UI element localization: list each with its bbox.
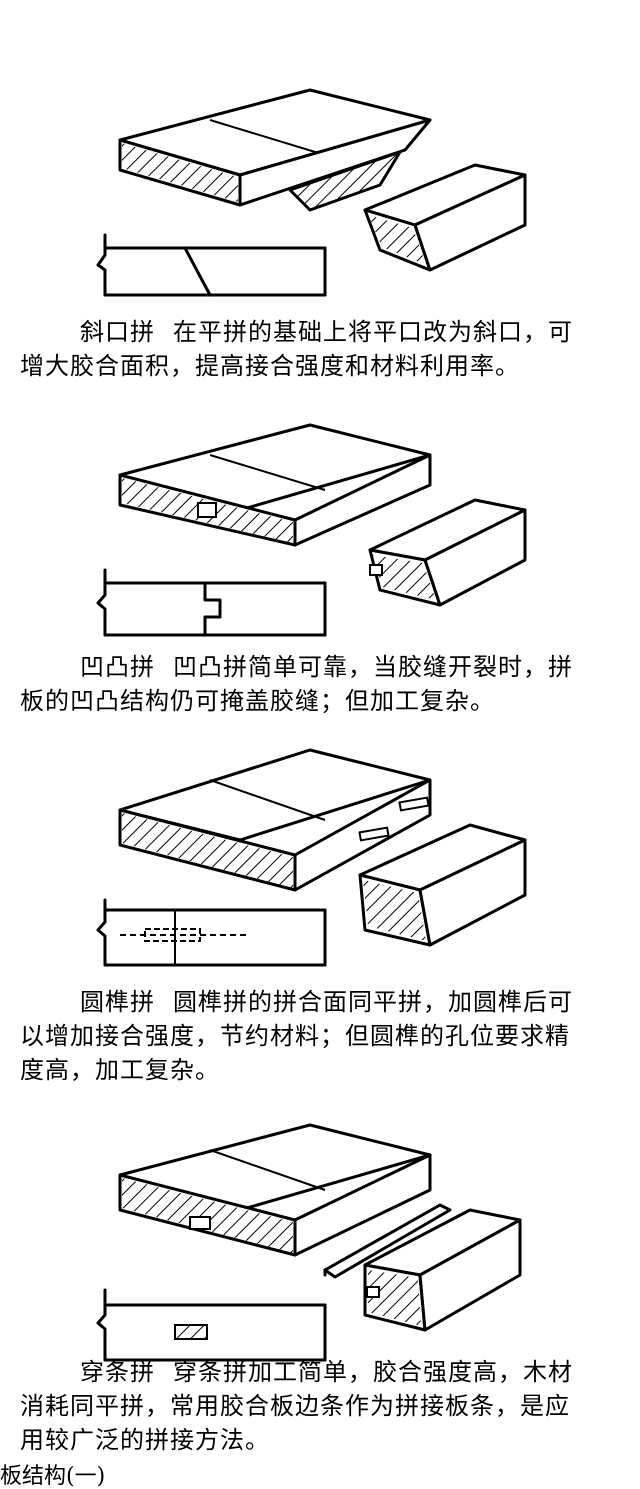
paragraph-tongue-groove-joint: 凹凸拼凹凸拼简单可靠，当胶缝开裂时，拼 板的凹凸结构仍可掩盖胶缝；但加工复杂。	[20, 653, 573, 715]
term-bevel-joint: 斜口拼	[80, 318, 155, 346]
term-spline-joint: 穿条拼	[80, 1358, 155, 1386]
figure-tongue-groove-joint	[80, 395, 560, 645]
figure-dowel-joint	[80, 730, 560, 980]
term-tongue-groove-joint: 凹凸拼	[80, 653, 155, 681]
paragraph-spline-joint: 穿条拼穿条拼加工简单，胶合强度高，木材 消耗同平拼，常用胶合板边条作为拼接板条，…	[20, 1358, 573, 1454]
term-dowel-joint: 圆榫拼	[80, 988, 155, 1016]
figure-spline-joint	[80, 1095, 560, 1365]
footer-heading-fragment: 板结构(一)	[0, 1464, 106, 1489]
paragraph-bevel-joint: 斜口拼在平拼的基础上将平口改为斜口，可 增大胶合面积，提高接合强度和材料利用率。	[20, 318, 573, 380]
figure-bevel-joint	[80, 60, 560, 310]
paragraph-dowel-joint: 圆榫拼圆榫拼的拼合面同平拼，加圆榫后可 以增加接合强度，节约材料；但圆榫的孔位要…	[20, 988, 573, 1084]
